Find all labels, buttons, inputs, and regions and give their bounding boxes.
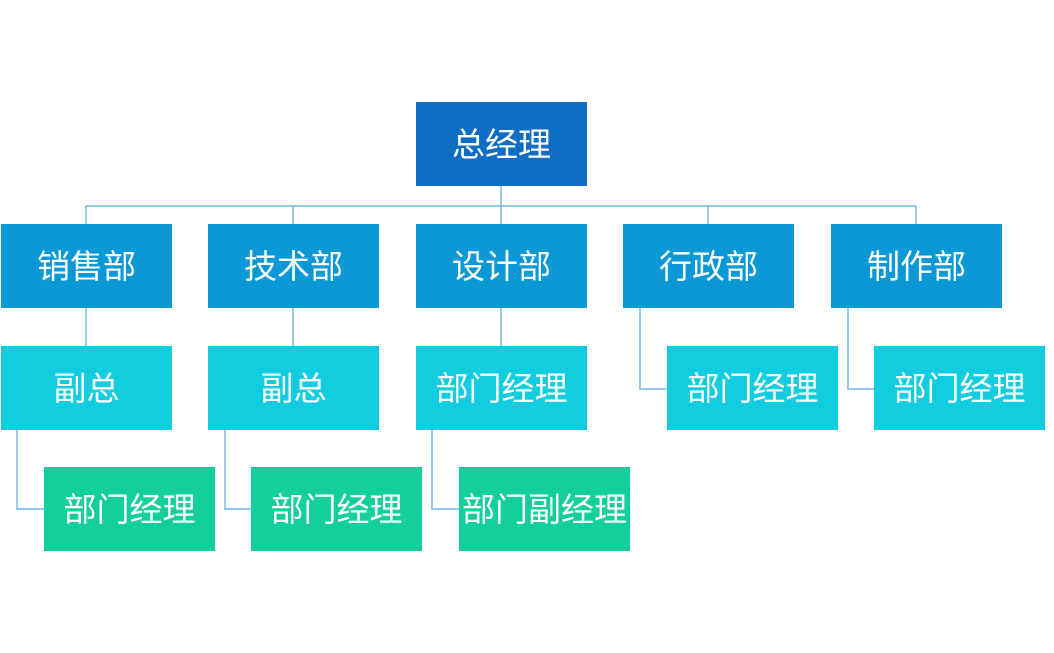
department-node-design: 设计部: [416, 224, 587, 308]
department-node-sales: 销售部: [1, 224, 172, 308]
subrole-connector-design: [431, 430, 459, 510]
role-node-sales: 副总: [1, 346, 172, 430]
department-node-admin: 行政部: [623, 224, 794, 308]
role-connector-admin: [639, 308, 667, 390]
subrole-connector-tech: [224, 430, 251, 510]
root-node: 总经理: [416, 102, 587, 186]
subrole-node-tech: 部门经理: [251, 467, 422, 551]
subrole-node-sales: 部门经理: [44, 467, 215, 551]
role-connector-production: [847, 308, 874, 390]
root-connector: [86, 186, 916, 207]
department-node-production: 制作部: [831, 224, 1002, 308]
subrole-node-design: 部门副经理: [459, 467, 630, 551]
role-node-production: 部门经理: [874, 346, 1045, 430]
subrole-connector-sales: [16, 430, 44, 510]
role-node-tech: 副总: [208, 346, 379, 430]
role-node-design: 部门经理: [416, 346, 587, 430]
department-node-tech: 技术部: [208, 224, 379, 308]
role-node-admin: 部门经理: [667, 346, 838, 430]
